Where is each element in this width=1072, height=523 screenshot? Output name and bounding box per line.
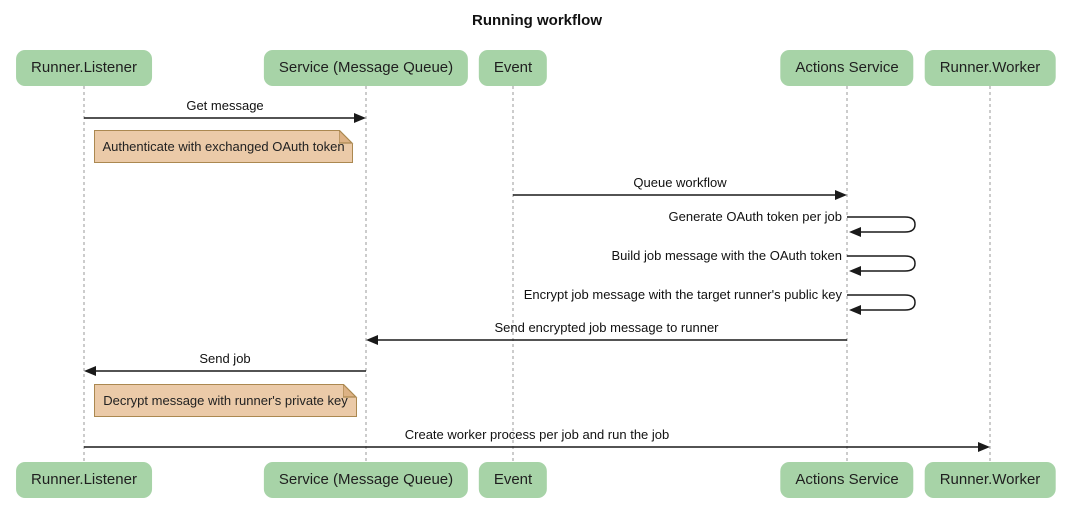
actor-bottom-runner-listener: Runner.Listener <box>16 462 152 498</box>
self-loop-5 <box>847 294 916 311</box>
message-label-3: Generate OAuth token per job <box>668 209 842 224</box>
self-arrowhead-5 <box>849 305 861 315</box>
self-loop-4 <box>847 255 916 272</box>
message-label-0: Get message <box>186 98 264 113</box>
self-arrowhead-4 <box>849 266 861 276</box>
note-label-8: Decrypt message with runner's private ke… <box>103 393 348 408</box>
note-label-1: Authenticate with exchanged OAuth token <box>102 139 345 154</box>
arrowhead-6 <box>366 335 378 345</box>
message-label-2: Queue workflow <box>633 175 727 190</box>
arrowhead-0 <box>354 113 366 123</box>
message-label-5: Encrypt job message with the target runn… <box>523 287 842 302</box>
actor-bottom-service-message-queue: Service (Message Queue) <box>263 462 469 498</box>
note-fold-icon <box>337 128 354 145</box>
actor-bottom-event: Event <box>478 462 548 498</box>
actor-top-service-message-queue: Service (Message Queue) <box>263 50 469 86</box>
self-loop-3 <box>847 216 916 233</box>
note-1: Authenticate with exchanged OAuth token <box>94 128 354 163</box>
actor-bottom-runner-worker: Runner.Worker <box>924 462 1056 498</box>
actor-bottom-actions-service: Actions Service <box>780 462 914 498</box>
arrowhead-2 <box>835 190 847 200</box>
diagram-title: Running workflow <box>472 12 602 29</box>
arrowhead-9 <box>978 442 990 452</box>
message-label-9: Create worker process per job and run th… <box>404 427 670 442</box>
message-label-7: Send job <box>199 351 251 366</box>
message-label-6: Send encrypted job message to runner <box>494 320 719 335</box>
arrowhead-7 <box>84 366 96 376</box>
actor-top-event: Event <box>478 50 548 86</box>
message-label-4: Build job message with the OAuth token <box>611 248 842 263</box>
self-arrowhead-3 <box>849 227 861 237</box>
actor-top-actions-service: Actions Service <box>780 50 914 86</box>
actor-top-runner-listener: Runner.Listener <box>16 50 152 86</box>
actor-top-runner-worker: Runner.Worker <box>924 50 1056 86</box>
note-8: Decrypt message with runner's private ke… <box>94 382 358 417</box>
note-fold-icon <box>341 382 358 399</box>
